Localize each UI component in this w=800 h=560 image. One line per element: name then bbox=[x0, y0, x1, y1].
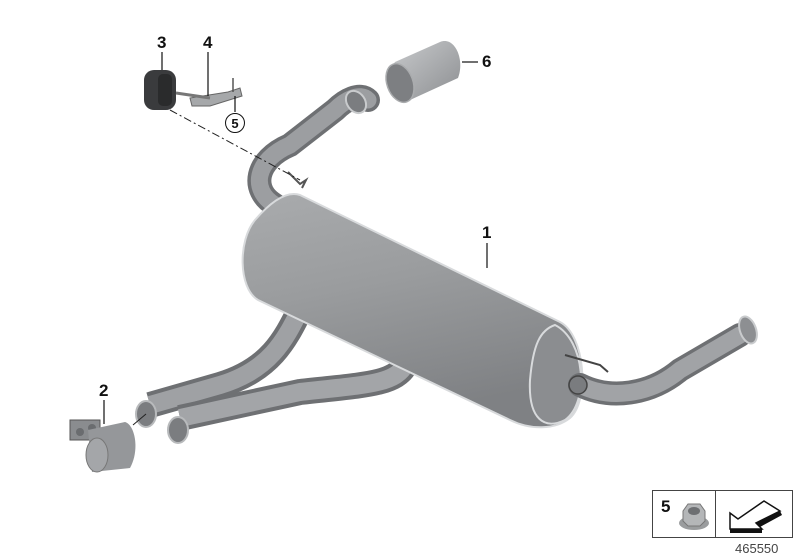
inlet-y-pipe bbox=[135, 304, 417, 444]
rubber-mount bbox=[144, 70, 176, 110]
callout-2[interactable]: 2 bbox=[99, 381, 109, 400]
arrow-left-down-icon bbox=[729, 500, 782, 533]
callout-4[interactable]: 4 bbox=[203, 33, 213, 52]
callout-1[interactable]: 1 bbox=[482, 223, 492, 242]
bracket bbox=[175, 78, 243, 107]
legend-symbol-cell bbox=[716, 491, 792, 537]
diagram-number: 465550 bbox=[735, 541, 779, 556]
legend-item-number: 5 bbox=[661, 497, 671, 516]
callout-6[interactable]: 6 bbox=[482, 52, 492, 71]
tailpipe-trim bbox=[385, 41, 461, 104]
pipe-clamp bbox=[69, 413, 147, 473]
legend-nut-cell: 5 bbox=[653, 491, 716, 537]
callout-5[interactable]: 5 bbox=[225, 113, 245, 133]
callout-3[interactable]: 3 bbox=[157, 33, 167, 52]
right-tailpipe bbox=[564, 315, 758, 406]
legend-box: 5 bbox=[652, 490, 793, 538]
rear-silencer bbox=[241, 193, 584, 429]
upper-pipe bbox=[247, 84, 380, 217]
hex-flange-nut-icon bbox=[679, 503, 709, 530]
leader-lines bbox=[103, 52, 488, 424]
